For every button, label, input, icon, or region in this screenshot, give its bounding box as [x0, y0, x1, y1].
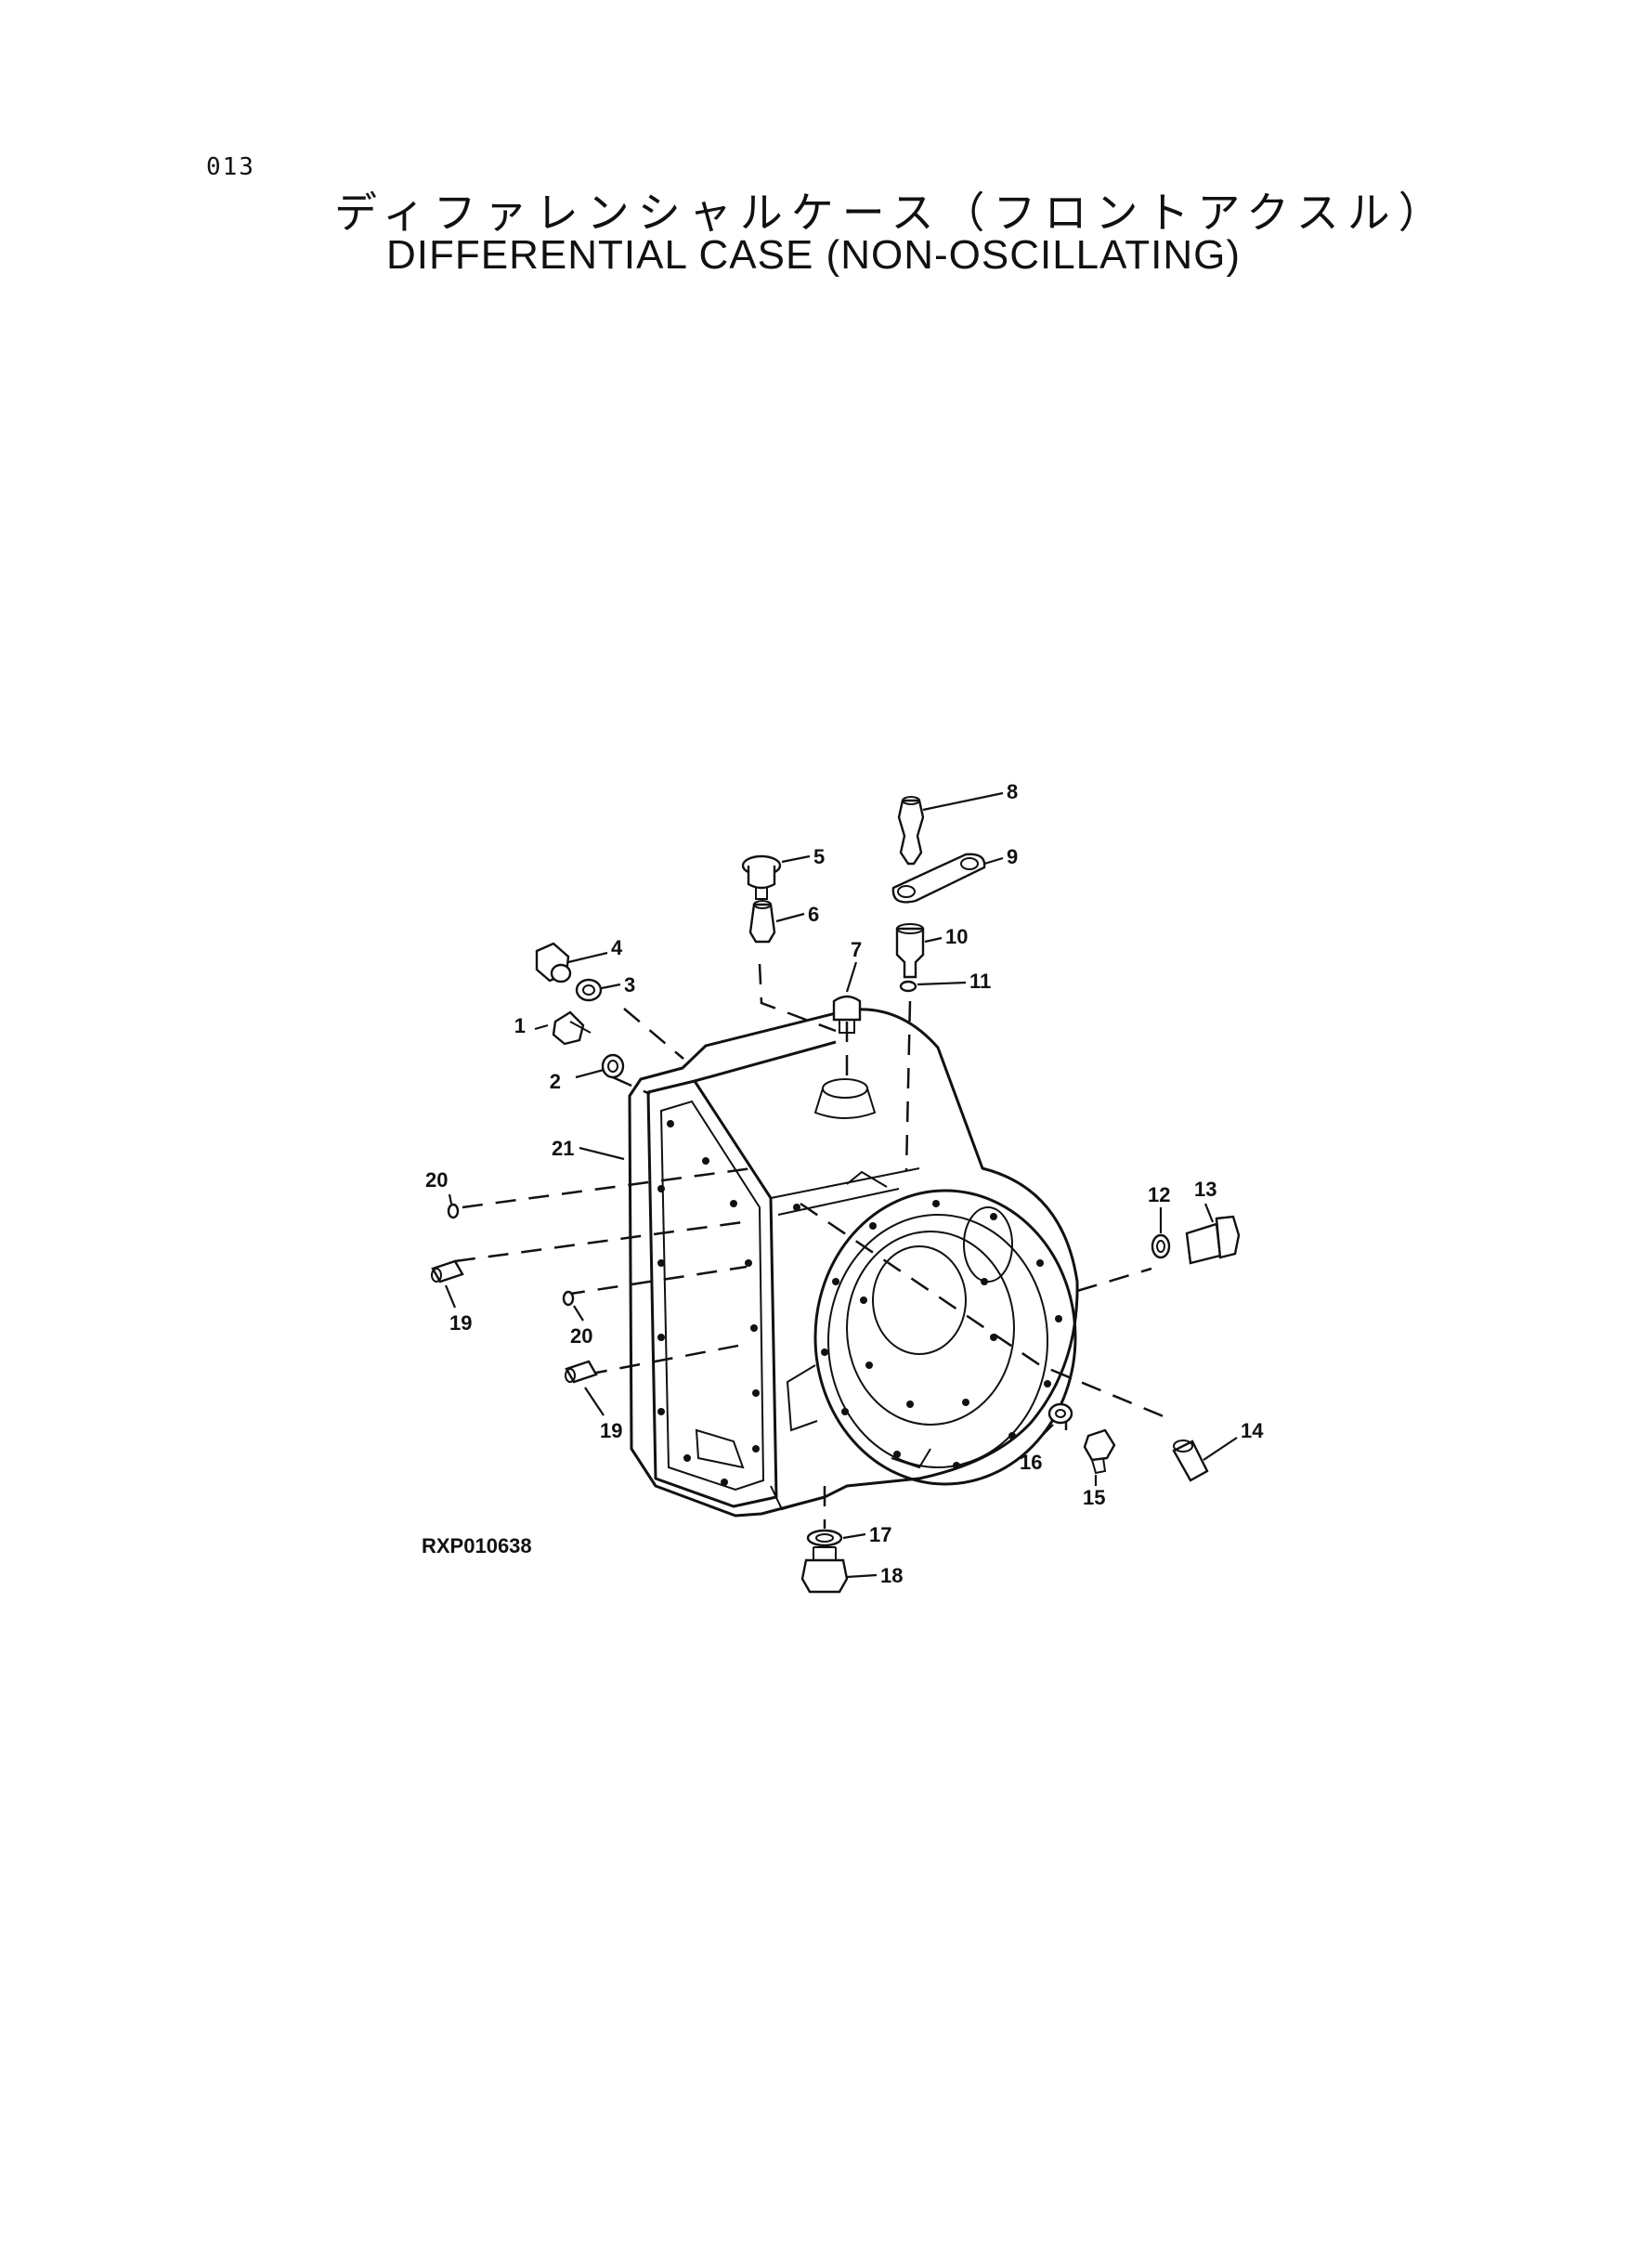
callout-5: 5: [813, 845, 825, 868]
part-19-dowel-pin-lower: [565, 1360, 598, 1384]
figure-code: RXP010638: [422, 1534, 532, 1557]
part-17-washer: [806, 1529, 843, 1547]
callout-7: 7: [851, 938, 862, 961]
part-3-washer: [575, 978, 603, 1002]
part-7-plug: [832, 995, 862, 1034]
part-20-o-ring-lower: [562, 1290, 575, 1307]
callout-3: 3: [624, 973, 635, 997]
part-19-dowel-pin-upper: [431, 1259, 464, 1283]
part-16-washer: [1047, 1402, 1073, 1425]
part-11-o-ring: [899, 980, 917, 993]
part-9-bracket: [891, 853, 986, 904]
page-title-english: DIFFERENTIAL CASE (NON-OSCILLATING): [386, 232, 1241, 278]
part-20-o-ring-upper: [447, 1203, 460, 1219]
part-12-washer: [1151, 1233, 1171, 1259]
callout-13: 13: [1194, 1178, 1216, 1201]
callout-8: 8: [1007, 780, 1018, 803]
callout-11: 11: [969, 970, 991, 993]
callout-20-upper: 20: [425, 1168, 448, 1192]
callout-6: 6: [808, 903, 819, 926]
part-18-drain-plug: [800, 1546, 849, 1594]
callout-18: 18: [880, 1564, 903, 1587]
callout-9: 9: [1007, 845, 1018, 868]
flange-bolt-holes: [657, 1120, 800, 1486]
part-1-plug: [552, 1010, 592, 1046]
callout-10: 10: [945, 925, 968, 948]
callout-20-lower: 20: [570, 1324, 592, 1348]
part-10-adapter: [895, 923, 925, 979]
callout-15: 15: [1083, 1486, 1105, 1509]
callout-19-upper: 19: [449, 1311, 472, 1335]
differential-case-housing: [628, 1008, 1079, 1518]
callout-17: 17: [869, 1523, 891, 1546]
page-number: 013: [206, 153, 255, 181]
part-13-plug: [1185, 1215, 1241, 1265]
part-5-breather-cap: [741, 854, 782, 900]
page-title-japanese: ディファレンシャルケース（フロントアクスル）: [334, 188, 1450, 238]
callout-1: 1: [514, 1014, 526, 1037]
callout-21: 21: [552, 1137, 574, 1160]
callout-2: 2: [550, 1070, 561, 1093]
part-14-dowel-pin: [1172, 1440, 1209, 1482]
part-15-bolt: [1083, 1428, 1116, 1475]
callout-16: 16: [1020, 1451, 1042, 1474]
part-6-breather-fitting: [748, 900, 776, 944]
callout-labels: 1 2 3 4 5 6 7 8 9 10 11 12 13 14 15 16 1…: [425, 780, 1264, 1587]
part-8-sensor: [897, 796, 925, 866]
callout-19-lower: 19: [600, 1419, 622, 1442]
callout-4: 4: [611, 936, 623, 959]
assembly-dashed-lines: [454, 963, 1171, 1529]
part-2-washer: [601, 1053, 625, 1079]
bell-bolt-holes: [821, 1200, 1062, 1469]
callout-leader-lines: [444, 791, 1238, 1579]
part-4-plug: [535, 942, 572, 984]
callout-14: 14: [1241, 1419, 1264, 1442]
callout-12: 12: [1148, 1183, 1170, 1206]
